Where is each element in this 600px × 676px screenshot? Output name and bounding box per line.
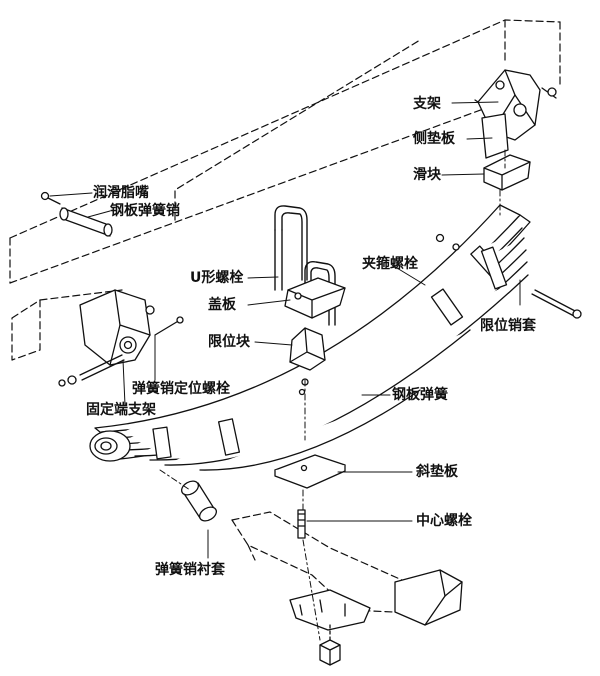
wedge-plate — [274, 454, 346, 489]
label-stop-block: 限位块 — [208, 334, 250, 350]
stop-block — [289, 327, 326, 371]
front-bracket — [79, 289, 155, 366]
label-leaf-spring: 钢板弹簧 — [392, 387, 448, 403]
label-side-plate: 侧垫板 — [413, 131, 455, 147]
label-slider: 滑块 — [413, 167, 441, 183]
front-locating-bolt — [58, 316, 184, 387]
label-fixed-bracket: 固定端支架 — [86, 402, 156, 418]
center-nuts — [298, 378, 309, 396]
axle-beam — [289, 569, 463, 631]
pin-bushing — [180, 480, 218, 522]
label-wedge-plate: 斜垫板 — [416, 464, 458, 480]
limit-pin-rear — [435, 233, 582, 319]
label-pin-locating-bolt: 弹簧销定位螺栓 — [132, 381, 230, 397]
label-bracket: 支架 — [413, 96, 441, 112]
label-center-bolt: 中心螺栓 — [416, 513, 472, 529]
front-spring-pin — [40, 191, 113, 237]
label-pin-bushing: 弹簧销衬套 — [155, 562, 225, 578]
bottom-nut — [319, 624, 341, 666]
label-limit-pin-sleeve: 限位销套 — [480, 318, 536, 334]
label-cover-plate: 盖板 — [208, 297, 236, 313]
assembly-axes — [159, 149, 506, 641]
label-clamp-bolt: 夹箍螺栓 — [362, 256, 418, 272]
label-u-bolt: U形螺栓 — [190, 270, 244, 286]
label-grease-nipple: 润滑脂嘴 — [93, 185, 149, 201]
cover-plate — [284, 277, 346, 319]
leader-lines — [49, 101, 521, 559]
center-bolt — [297, 509, 306, 539]
frame-rail-outline — [9, 19, 561, 361]
u-bolts — [274, 205, 336, 326]
slider-block — [483, 154, 531, 191]
label-spring-pin: 钢板弹簧销 — [110, 203, 180, 219]
spring-eye-front — [89, 430, 131, 462]
side-plate — [481, 113, 509, 159]
rear-pin-top — [541, 87, 557, 99]
